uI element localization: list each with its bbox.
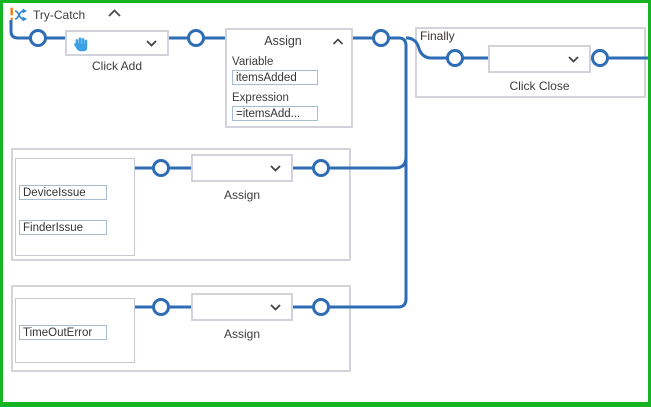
catch-1-assign-caption: Assign [223,188,261,202]
chevron-down-icon[interactable] [269,303,282,312]
flow-node [372,29,390,47]
exception-type-input[interactable] [19,325,107,340]
catch-1-assign-dropdown[interactable] [191,154,293,182]
collapse-chevron-up-icon[interactable] [107,8,122,19]
click-add-caption: Click Add [91,59,143,73]
exception-type-input[interactable] [19,220,107,235]
expression-input[interactable] [232,106,318,121]
click-add-activity-dropdown[interactable] [65,30,169,56]
try-catch-icon [10,7,27,22]
flow-node [29,29,47,47]
click-close-activity-dropdown[interactable] [488,45,591,73]
assign-card-title: Assign [264,34,302,48]
catch-2-assign-dropdown[interactable] [191,293,293,321]
activity-title: Try-Catch [33,7,86,22]
hand-cursor-icon [74,37,88,52]
try-catch-header: Try-Catch [10,7,85,22]
variable-input[interactable] [232,70,318,85]
finally-label: Finally [420,29,455,43]
flow-node [187,29,205,47]
exception-type-input[interactable] [19,185,107,200]
expression-label: Expression [232,92,289,104]
wire-start [9,20,30,40]
variable-label: Variable [232,56,274,68]
click-close-caption: Click Close [509,79,570,93]
catch-1-exceptions-box [15,158,135,256]
catch-2-assign-caption: Assign [223,327,261,341]
chevron-down-icon[interactable] [567,55,580,64]
collapse-chevron-up-icon[interactable] [332,38,344,46]
chevron-down-icon[interactable] [145,39,158,48]
assign-activity-card[interactable]: Assign Variable Expression [225,28,353,128]
chevron-down-icon[interactable] [269,164,282,173]
